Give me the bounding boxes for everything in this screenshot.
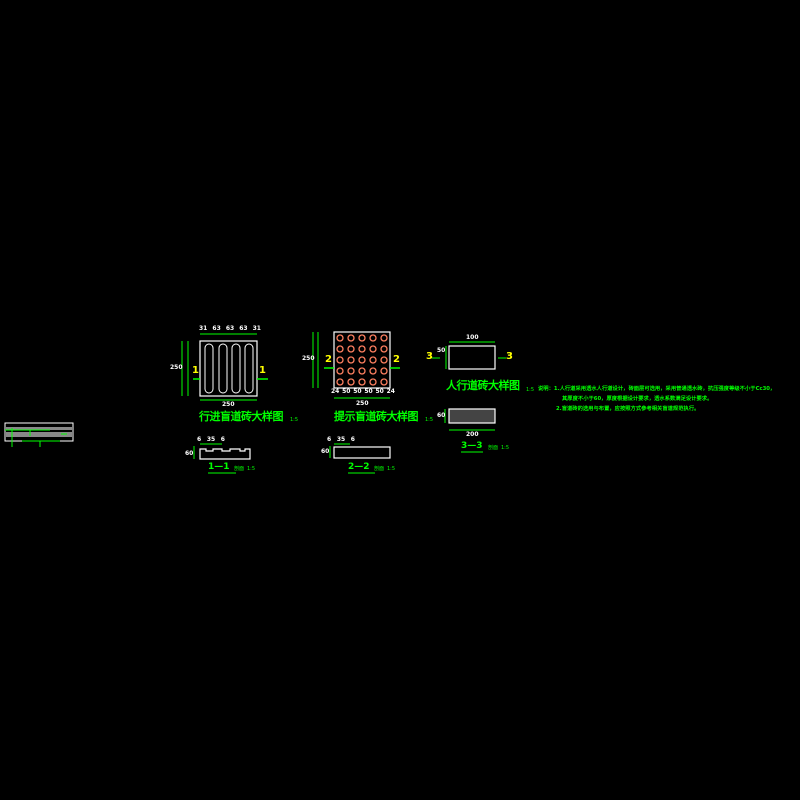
detail1-scale: 1:5 xyxy=(290,417,299,423)
section3-title: 3—3 xyxy=(461,441,483,451)
section2-scale: 1:5 xyxy=(387,466,396,472)
tactile-dot xyxy=(336,356,344,364)
section-mark-1-left: 1 xyxy=(192,365,199,376)
tactile-dot xyxy=(380,334,388,342)
section1-side-dimension: 60 xyxy=(185,450,194,457)
section2-scale-label: 剖面 xyxy=(374,466,385,472)
section1-scale-label: 剖面 xyxy=(234,466,245,472)
detail3-top-dimension: 100 xyxy=(466,334,479,341)
dim-label: 50 xyxy=(353,388,362,395)
detail1-bottom-dimension: 250 xyxy=(222,401,235,408)
tactile-dot xyxy=(358,334,366,342)
dim-label: 24 xyxy=(331,388,340,395)
section2-top-dimensions: 6 35 6 xyxy=(327,437,355,443)
tactile-dot xyxy=(347,334,355,342)
note-line-2: 其厚度不小于60，厚度根据设计要求，透水系数满足设计要求。 xyxy=(562,396,713,402)
detail2-bottom-dimension: 250 xyxy=(356,400,369,407)
tactile-dot xyxy=(347,345,355,353)
tactile-dot xyxy=(347,378,355,386)
dim-label: 6 xyxy=(197,436,202,443)
section2-side-dimension: 60 xyxy=(321,448,330,455)
dim-label: 6 xyxy=(220,436,225,443)
dim-label: 6 xyxy=(327,436,332,443)
section2-title: 2—2 xyxy=(348,462,370,472)
section-mark-3-left: 3 xyxy=(426,351,433,362)
detail3-scale: 1:5 xyxy=(526,387,535,393)
dim-label: 35 xyxy=(336,436,346,443)
dim-label: 50 xyxy=(342,388,351,395)
detail2-side-dimension: 250 xyxy=(302,355,315,362)
section3-scale-label: 剖面 xyxy=(488,445,499,451)
warning-tile-plan xyxy=(312,331,400,399)
tactile-dot xyxy=(380,356,388,364)
section-mark-1-right: 1 xyxy=(259,365,266,376)
section-2-drawing xyxy=(329,443,391,474)
tactile-dot xyxy=(369,356,377,364)
section-mark-3-right: 3 xyxy=(506,351,513,362)
sidewalk-tile-plan xyxy=(432,341,506,370)
detail1-title: 行进盲道砖大样图 xyxy=(199,410,284,423)
tactile-dot xyxy=(336,367,344,375)
road-section-thumbnail xyxy=(4,422,74,447)
tactile-dot xyxy=(358,378,366,386)
design-notes: 说明：1.人行道采用透水人行道设计，砖面层可选用，采用普通透水砖，抗压强度等级不… xyxy=(538,384,775,414)
tactile-dot xyxy=(380,378,388,386)
section-mark-2-left: 2 xyxy=(325,354,332,365)
detail3-side-dimension: 50 xyxy=(437,347,446,354)
section1-title: 1—1 xyxy=(208,462,230,472)
section3-scale: 1:5 xyxy=(501,445,510,451)
tactile-dot xyxy=(358,345,366,353)
detail2-title: 提示盲道砖大样图 xyxy=(334,410,419,423)
detail2-scale: 1:5 xyxy=(425,417,434,423)
tactile-dot xyxy=(347,367,355,375)
note-line-3: 2.盲道砖的选用与布置，应按照方式参考相关盲道规范执行。 xyxy=(556,406,700,412)
guiding-tile-plan xyxy=(181,333,268,401)
dim-label: 50 xyxy=(375,388,384,395)
section1-top-dimensions: 6 35 6 xyxy=(197,437,225,443)
tactile-dot xyxy=(369,378,377,386)
tactile-dot xyxy=(380,367,388,375)
dim-label: 6 xyxy=(350,436,355,443)
tactile-dot xyxy=(336,345,344,353)
detail2-bottom-dimensions: 24 50 50 50 50 24 xyxy=(331,389,395,395)
tactile-dot xyxy=(358,356,366,364)
dim-label: 50 xyxy=(364,388,373,395)
dim-label: 63 xyxy=(239,325,248,332)
note-line-1: 说明：1.人行道采用透水人行道设计，砖面层可选用，采用普通透水砖，抗压强度等级不… xyxy=(538,386,776,392)
tactile-dot xyxy=(336,334,344,342)
section-1-drawing xyxy=(193,443,251,474)
detail1-top-dimensions: 31 63 63 63 31 xyxy=(199,326,261,332)
tactile-dot xyxy=(380,345,388,353)
detail1-side-dimension: 250 xyxy=(170,364,183,371)
detail3-title: 人行道砖大样图 xyxy=(446,379,520,392)
dim-label: 63 xyxy=(212,325,221,332)
tactile-dot xyxy=(369,345,377,353)
tactile-dot xyxy=(369,367,377,375)
tactile-dot xyxy=(358,367,366,375)
tactile-dot xyxy=(369,334,377,342)
tactile-dot xyxy=(347,356,355,364)
section1-scale: 1:5 xyxy=(247,466,256,472)
tactile-dot xyxy=(336,378,344,386)
section3-bottom-dimension: 200 xyxy=(466,431,479,438)
section-3-drawing xyxy=(444,408,496,453)
section-mark-2-right: 2 xyxy=(393,354,400,365)
dim-label: 35 xyxy=(206,436,216,443)
dim-label: 31 xyxy=(199,325,208,332)
section3-side-dimension: 60 xyxy=(437,412,446,419)
dim-label: 63 xyxy=(225,325,235,332)
dim-label: 31 xyxy=(252,325,261,332)
dim-label: 24 xyxy=(386,388,395,395)
